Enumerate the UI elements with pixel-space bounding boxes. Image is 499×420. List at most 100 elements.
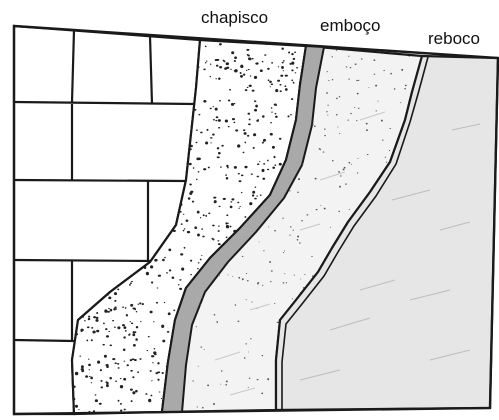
texture-dot [246, 299, 247, 300]
texture-dot [255, 62, 258, 64]
texture-dot [225, 120, 228, 123]
texture-dot [374, 74, 376, 75]
texture-dot [150, 311, 153, 314]
texture-dot [214, 200, 217, 203]
texture-dot [75, 333, 78, 335]
texture-dot [154, 348, 156, 350]
texture-dot [315, 178, 317, 180]
texture-dot [238, 208, 239, 209]
texture-dot [130, 282, 132, 284]
texture-dot [226, 380, 228, 382]
texture-dot [84, 320, 86, 321]
texture-dot [150, 265, 153, 268]
texture-dot [148, 399, 151, 402]
texture-dot [223, 198, 226, 200]
texture-dot [323, 152, 325, 153]
texture-dot [184, 247, 186, 249]
texture-dot [198, 262, 200, 263]
texture-dot [179, 211, 181, 213]
texture-dot [279, 163, 282, 166]
texture-dot [240, 65, 243, 68]
texture-dot [146, 350, 148, 351]
texture-dot [183, 230, 185, 232]
texture-dot [123, 378, 126, 381]
texture-dot [273, 156, 275, 158]
texture-dot [233, 122, 235, 124]
texture-dot [277, 80, 280, 82]
texture-dot [366, 129, 368, 131]
texture-dot [373, 59, 375, 61]
texture-dot [96, 317, 99, 319]
texture-dot [271, 107, 273, 108]
texture-dot [326, 111, 328, 112]
texture-dot [118, 367, 120, 368]
texture-dot [122, 324, 125, 326]
texture-dot [291, 80, 293, 82]
texture-dot [154, 354, 157, 356]
texture-dot [216, 65, 219, 67]
texture-dot [245, 343, 247, 344]
texture-dot [162, 372, 164, 374]
texture-dot [140, 321, 142, 322]
texture-dot [271, 270, 273, 271]
texture-dot [244, 166, 247, 169]
texture-dot [257, 282, 259, 283]
texture-dot [366, 123, 368, 125]
texture-dot [210, 76, 211, 78]
texture-dot [223, 60, 225, 62]
texture-dot [169, 269, 171, 271]
texture-dot [268, 79, 270, 81]
texture-dot [157, 287, 159, 288]
texture-dot [375, 85, 377, 87]
texture-dot [210, 63, 211, 64]
texture-dot [272, 146, 275, 149]
texture-dot [244, 357, 246, 359]
texture-dot [210, 108, 212, 109]
texture-dot [190, 191, 193, 193]
texture-dot [120, 378, 122, 379]
texture-dot [117, 288, 119, 290]
texture-dot [275, 105, 277, 106]
texture-dot [306, 214, 308, 215]
texture-dot [201, 346, 203, 347]
texture-dot [348, 162, 350, 164]
texture-dot [205, 142, 208, 145]
texture-dot [164, 257, 166, 259]
texture-dot [217, 147, 219, 149]
texture-dot [151, 281, 153, 283]
texture-dot [168, 312, 171, 315]
texture-dot [226, 237, 228, 239]
texture-dot [280, 90, 282, 92]
texture-dot [237, 202, 239, 203]
texture-dot [184, 228, 186, 229]
texture-dot [404, 88, 406, 89]
texture-dot [130, 370, 133, 372]
texture-dot [226, 62, 229, 65]
texture-dot [135, 390, 138, 393]
texture-dot [282, 218, 284, 219]
texture-dot [93, 316, 96, 318]
texture-dot [367, 154, 369, 155]
texture-dot [115, 380, 117, 382]
texture-dot [345, 183, 347, 184]
texture-dot [320, 149, 321, 150]
texture-dot [104, 355, 107, 358]
texture-dot [123, 326, 126, 329]
texture-dot [243, 73, 245, 75]
texture-dot [72, 398, 75, 401]
texture-dot [355, 63, 357, 64]
texture-dot [338, 211, 340, 212]
texture-dot [378, 101, 379, 102]
texture-dot [348, 119, 349, 120]
texture-dot [292, 298, 293, 299]
texture-dot [290, 226, 291, 227]
texture-dot [394, 88, 396, 89]
texture-dot [109, 377, 112, 380]
texture-dot [110, 309, 113, 312]
texture-dot [73, 385, 76, 387]
texture-dot [202, 236, 205, 238]
texture-dot [285, 75, 288, 77]
texture-dot [292, 230, 294, 231]
texture-dot [114, 300, 116, 302]
